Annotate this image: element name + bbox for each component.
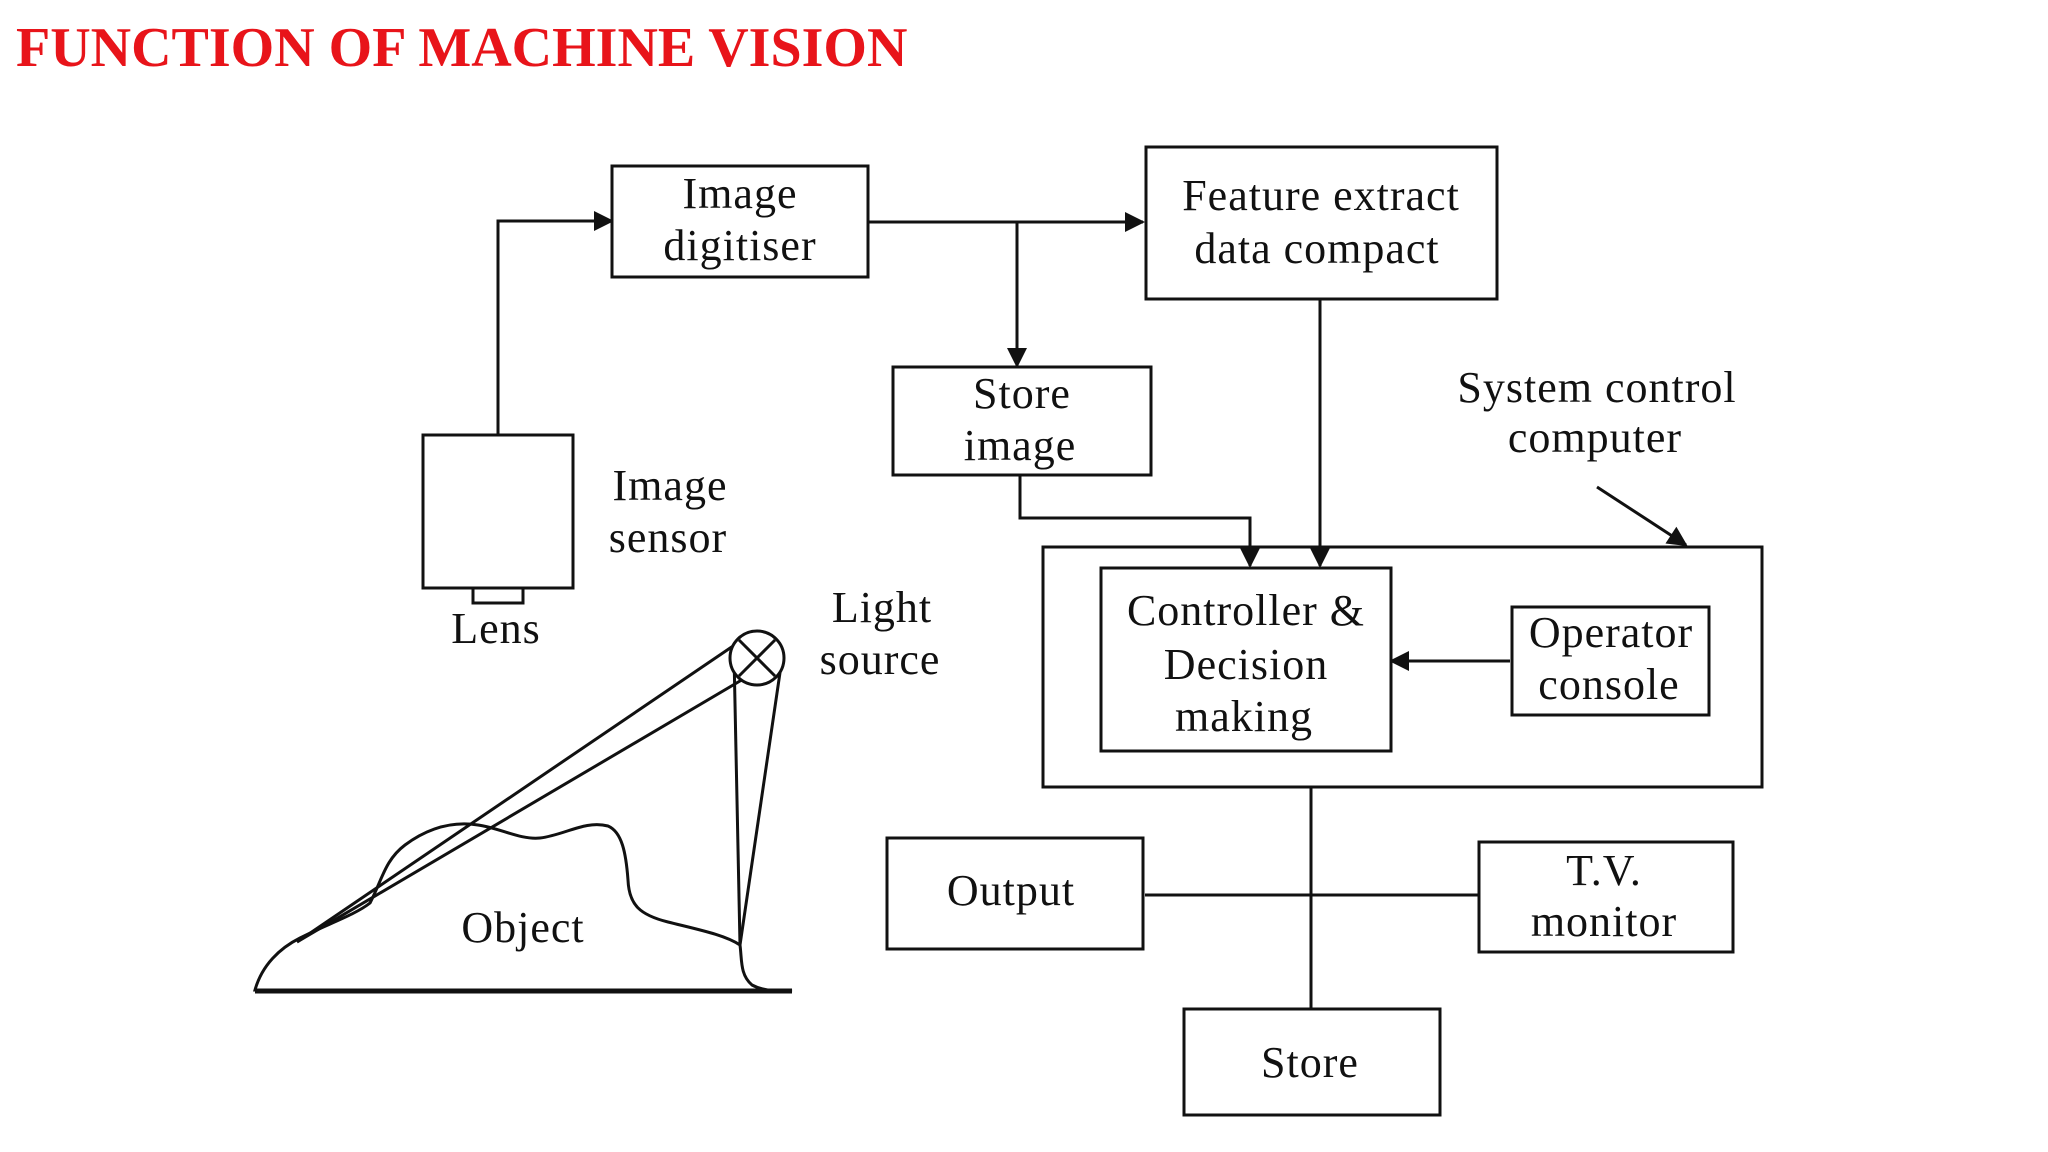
output-box: Output (885, 836, 1145, 951)
system-control-pointer-arrow (1596, 485, 1688, 547)
store-label: Store (1261, 1038, 1359, 1087)
store-box: Store (1182, 1007, 1442, 1117)
image-sensor: Image sensor Lens (421, 433, 728, 653)
controller-label-line3: making (1175, 692, 1313, 741)
store-image-label-line1: Store (973, 369, 1071, 418)
image-digitiser-label-line1: Image (683, 169, 798, 218)
image-digitiser-label-line2: digitiser (663, 221, 816, 270)
slide-title: FUNCTION OF MACHINE VISION (16, 17, 908, 79)
feature-extract-box: Feature extract data compact (1144, 145, 1499, 301)
image-sensor-label-line2: sensor (609, 513, 727, 562)
system-control-label-line1: System control (1457, 363, 1736, 412)
image-digitiser-box: Image digitiser (610, 164, 870, 279)
operator-console-box: Operator console (1510, 605, 1711, 717)
light-beam (296, 666, 763, 944)
system-control-label: System control computer (1457, 363, 1736, 462)
light-beam (732, 654, 742, 946)
operator-console-label-line1: Operator (1529, 608, 1693, 657)
tv-monitor-label-line2: monitor (1531, 897, 1677, 946)
feature-extract-label-line1: Feature extract (1182, 171, 1460, 220)
controller-decision-box: Controller & Decision making (1099, 566, 1393, 753)
tv-monitor-label-line1: T.V. (1566, 846, 1642, 895)
system-control-computer-box: Controller & Decision making Operator co… (1041, 545, 1764, 789)
object-label: Object (461, 903, 584, 952)
light-source-label-line1: Light (832, 583, 932, 632)
image-sensor-label-line1: Image (613, 461, 728, 510)
sensor-to-digitiser-arrow (496, 211, 614, 435)
controller-label-line2: Decision (1164, 640, 1328, 689)
output-label: Output (947, 866, 1075, 915)
lens-label: Lens (451, 604, 541, 653)
connectors (496, 211, 1688, 1008)
system-control-label-line2: computer (1508, 413, 1682, 462)
store-image-to-controller-arrow (1018, 476, 1260, 568)
controller-label-line1: Controller & (1127, 586, 1365, 635)
lens-shape (471, 586, 525, 605)
light-beam (738, 658, 784, 946)
light-source-and-object: Light source Object (253, 583, 941, 994)
light-source-label-line2: source (820, 635, 941, 684)
operator-console-label-line2: console (1538, 660, 1679, 709)
store-image-box: Store image (891, 365, 1153, 477)
light-beam (296, 640, 740, 944)
feature-extract-label-line2: data compact (1194, 224, 1439, 273)
tv-monitor-box: T.V. monitor (1477, 840, 1735, 954)
store-image-label-line2: image (964, 421, 1077, 470)
object-outline (253, 822, 793, 993)
